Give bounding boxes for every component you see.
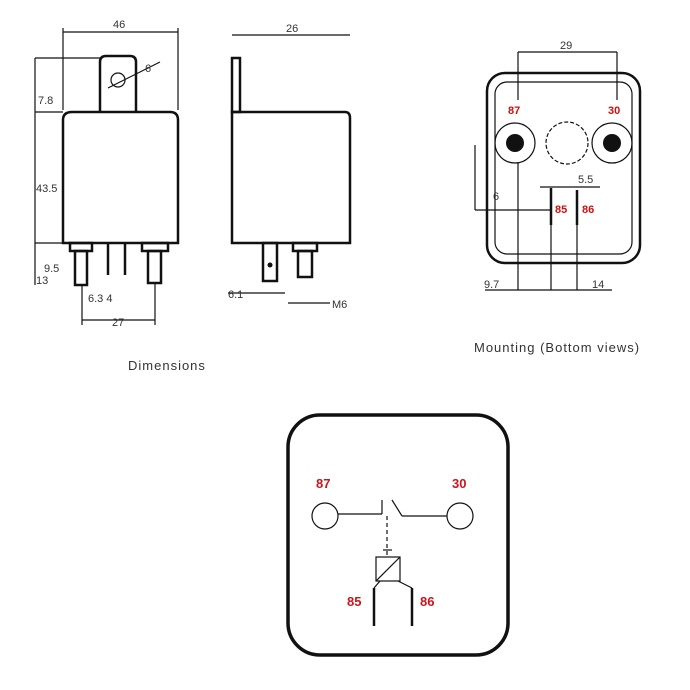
mount-terminal-87: 87	[508, 105, 520, 117]
dim-pin-b: 13	[36, 275, 48, 287]
terminal-30-label: 30	[452, 476, 466, 491]
terminal-87-contact	[311, 502, 339, 530]
dim-hole: 6	[145, 63, 151, 75]
dim-mount-offset: 6	[493, 191, 499, 203]
dim-side-width: 26	[286, 23, 298, 35]
dim-mount-spacing: 29	[560, 40, 572, 52]
mounting-caption: Mounting (Bottom views)	[474, 340, 640, 355]
dim-pin-a: 9.5	[44, 263, 59, 275]
mount-terminal-86: 86	[582, 204, 594, 216]
terminal-85-label: 85	[347, 594, 361, 609]
dim-front-width: 46	[113, 19, 125, 31]
dim-tab-offset: 6.1	[228, 289, 243, 301]
dimensions-caption: Dimensions	[128, 358, 206, 373]
dim-pin-span: 27	[112, 317, 124, 329]
dim-bottom-left: 9.7	[484, 279, 499, 291]
mounting-view: 29 87 30 5.5 85 86 6 9.7 14	[474, 40, 642, 291]
mount-terminal-85: 85	[555, 204, 567, 216]
dim-tab-height: 7.8	[38, 95, 53, 107]
dim-height: 43.5	[36, 183, 57, 195]
side-view: 26 6.1 M6	[228, 23, 352, 311]
terminal-86-label: 86	[420, 594, 434, 609]
terminal-30-contact	[446, 502, 474, 530]
dim-bottom-right: 14	[592, 279, 604, 291]
terminal-87-label: 87	[316, 476, 330, 491]
front-view: 46 6 7.8 43.5 9.5 13 6.3 4 27	[34, 19, 180, 329]
dim-pin-spacing: 6.3 4	[88, 293, 112, 305]
relay-schematic: 87 30 85 86	[286, 413, 510, 657]
dim-thread: M6	[332, 299, 347, 311]
dim-pin-gap: 5.5	[578, 174, 593, 186]
mount-terminal-30: 30	[608, 105, 620, 117]
relay-coil	[375, 556, 401, 582]
